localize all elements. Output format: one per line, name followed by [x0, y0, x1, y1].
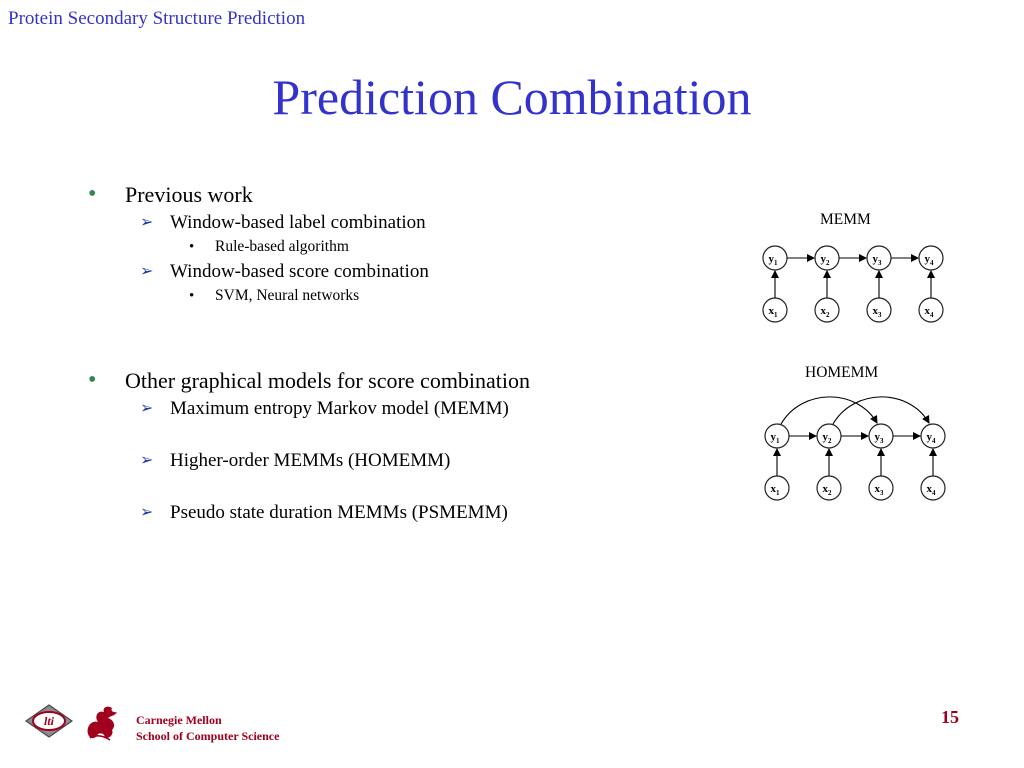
svg-text:x4: x4: [925, 305, 935, 319]
svg-text:y4: y4: [927, 431, 937, 445]
arrow-bullet-icon: ➢: [140, 504, 154, 521]
svg-text:y3: y3: [875, 431, 885, 445]
svg-text:y1: y1: [771, 431, 781, 445]
node-label: x: [873, 305, 879, 317]
sub-sub-bullet-rule-based: • Rule-based algorithm: [88, 235, 648, 259]
arrow-bullet-icon: ➢: [140, 263, 154, 280]
homemm-label: HOMEMM: [805, 364, 879, 381]
node-label: x: [823, 483, 829, 495]
memm-x-nodes: [762, 297, 944, 323]
svg-text:x3: x3: [873, 305, 883, 319]
node-label: x: [927, 483, 933, 495]
sub-bullet-window-label: ➢ Window-based label combination: [140, 212, 426, 233]
bullet-dot-icon: •: [88, 367, 97, 393]
homemm-x-nodes: [764, 475, 946, 501]
bullet-dot-icon: •: [189, 288, 195, 304]
memm-label: MEMM: [820, 211, 871, 228]
running-header: Protein Secondary Structure Prediction: [8, 8, 306, 29]
node-label: x: [925, 305, 931, 317]
scs-dragon-logo-icon: [87, 706, 117, 741]
svg-text:x1: x1: [769, 305, 779, 319]
node-label: y: [927, 431, 933, 443]
sub-sub-bullet-svm: • SVM, Neural networks: [88, 284, 648, 308]
node-label: x: [769, 305, 775, 317]
node-label: y: [771, 431, 777, 443]
svg-text:x2: x2: [821, 305, 831, 319]
sub-bullet-window-score: ➢ Window-based score combination: [140, 261, 429, 282]
sub-bullet-homemm: ➢ Higher-order MEMMs (HOMEMM): [140, 450, 451, 471]
memm-edges: [771, 254, 935, 298]
svg-text:x3: x3: [875, 483, 885, 497]
svg-text:x4: x4: [927, 483, 937, 497]
homemm-diagram: y1 y2 y3 y4 x1 x2 x3 x4: [764, 396, 946, 501]
svg-text:x1: x1: [771, 483, 781, 497]
svg-text:lti: lti: [44, 714, 55, 728]
sub-bullet-memm: ➢ Maximum entropy Markov model (MEMM): [140, 398, 509, 419]
lti-logo-icon: lti: [24, 704, 74, 738]
node-label: y: [823, 431, 829, 443]
svg-text:y1: y1: [769, 253, 779, 267]
institution-name: Carnegie Mellon School of Computer Scien…: [136, 713, 280, 743]
node-label: x: [821, 305, 827, 317]
bullet-list: • Previous work ➢ Window-based label com…: [88, 180, 648, 525]
node-label: y: [821, 253, 827, 265]
svg-text:y2: y2: [823, 431, 833, 445]
arrow-bullet-icon: ➢: [140, 214, 154, 231]
node-label: y: [873, 253, 879, 265]
bullet-dot-icon: •: [88, 181, 97, 207]
slide-title: Prediction Combination: [272, 69, 752, 125]
svg-text:y2: y2: [821, 253, 831, 267]
memm-node-labels: y1 y2 y3 y4 x1 x2 x3 x4: [769, 253, 935, 319]
homemm-edges: [773, 396, 937, 476]
sub-bullet-psmemm: ➢ Pseudo state duration MEMMs (PSMEMM): [140, 502, 508, 523]
node-label: y: [925, 253, 931, 265]
svg-text:y3: y3: [873, 253, 883, 267]
node-label: y: [875, 431, 881, 443]
page-number: 15: [941, 707, 959, 727]
homemm-y-nodes: [764, 423, 946, 449]
bullet-previous-work: • Previous work: [88, 181, 253, 207]
homemm-node-labels: y1 y2 y3 y4 x1 x2 x3 x4: [771, 431, 937, 497]
node-label: x: [875, 483, 881, 495]
svg-text:x2: x2: [823, 483, 833, 497]
svg-text:y4: y4: [925, 253, 935, 267]
node-label: y: [769, 253, 775, 265]
bullet-other-models: • Other graphical models for score combi…: [88, 367, 531, 393]
arrow-bullet-icon: ➢: [140, 452, 154, 469]
memm-diagram: y1 y2 y3 y4 x1 x2 x3 x4: [762, 245, 944, 323]
node-label: x: [771, 483, 777, 495]
arrow-bullet-icon: ➢: [140, 400, 154, 417]
bullet-dot-icon: •: [189, 239, 195, 255]
